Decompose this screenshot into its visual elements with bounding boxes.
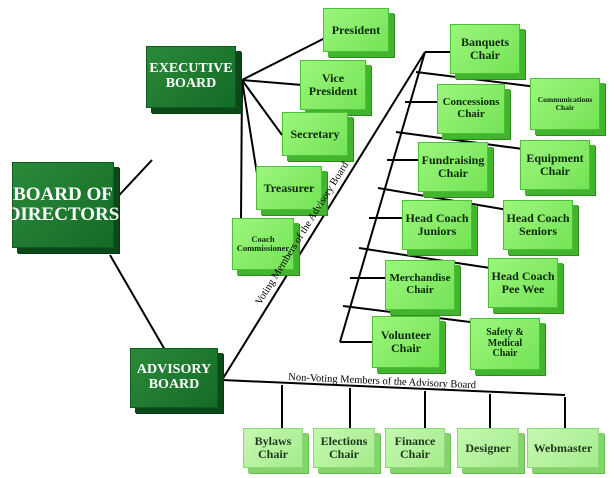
- executive-board-label: EXECUTIVE BOARD: [149, 61, 233, 91]
- head-coach-peewee-box: Head Coach Pee Wee: [488, 258, 558, 308]
- vice-president-box: Vice President: [300, 60, 366, 110]
- head-coach-seniors-box: Head Coach Seniors: [503, 200, 573, 250]
- board-of-directors-box: BOARD OF DIRECTORS: [7, 162, 119, 248]
- elections-chair-box: Elections Chair: [313, 428, 375, 468]
- webmaster-box: Webmaster: [527, 428, 599, 468]
- volunteer-chair-box: Volunteer Chair: [372, 316, 440, 368]
- executive-board-box: EXECUTIVE BOARD: [146, 46, 236, 108]
- equipment-chair-box: Equipment Chair: [520, 140, 590, 190]
- communications-chair-box: Communications Chair: [530, 78, 600, 130]
- bylaws-chair-box: Bylaws Chair: [243, 428, 303, 468]
- concessions-chair-box: Concessions Chair: [437, 84, 505, 134]
- board-of-directors-label: BOARD OF DIRECTORS: [6, 184, 120, 225]
- coach-commissioner-box: Coach Commissioner: [232, 218, 294, 270]
- finance-chair-box: Finance Chair: [385, 428, 445, 468]
- treasurer-box: Treasurer: [256, 166, 322, 210]
- advisory-board-label: ADVISORY BOARD: [136, 362, 212, 392]
- safety-medical-chair-box: Safety & Medical Chair: [470, 318, 540, 370]
- secretary-box: Secretary: [282, 112, 348, 156]
- banquets-chair-box: Banquets Chair: [450, 24, 520, 74]
- designer-box: Designer: [457, 428, 519, 468]
- president-box: President: [323, 8, 389, 52]
- merchandise-chair-box: Merchandise Chair: [385, 260, 455, 310]
- advisory-board-box: ADVISORY BOARD: [130, 348, 218, 408]
- head-coach-juniors-box: Head Coach Juniors: [402, 200, 472, 250]
- fundraising-chair-box: Fundraising Chair: [418, 142, 488, 192]
